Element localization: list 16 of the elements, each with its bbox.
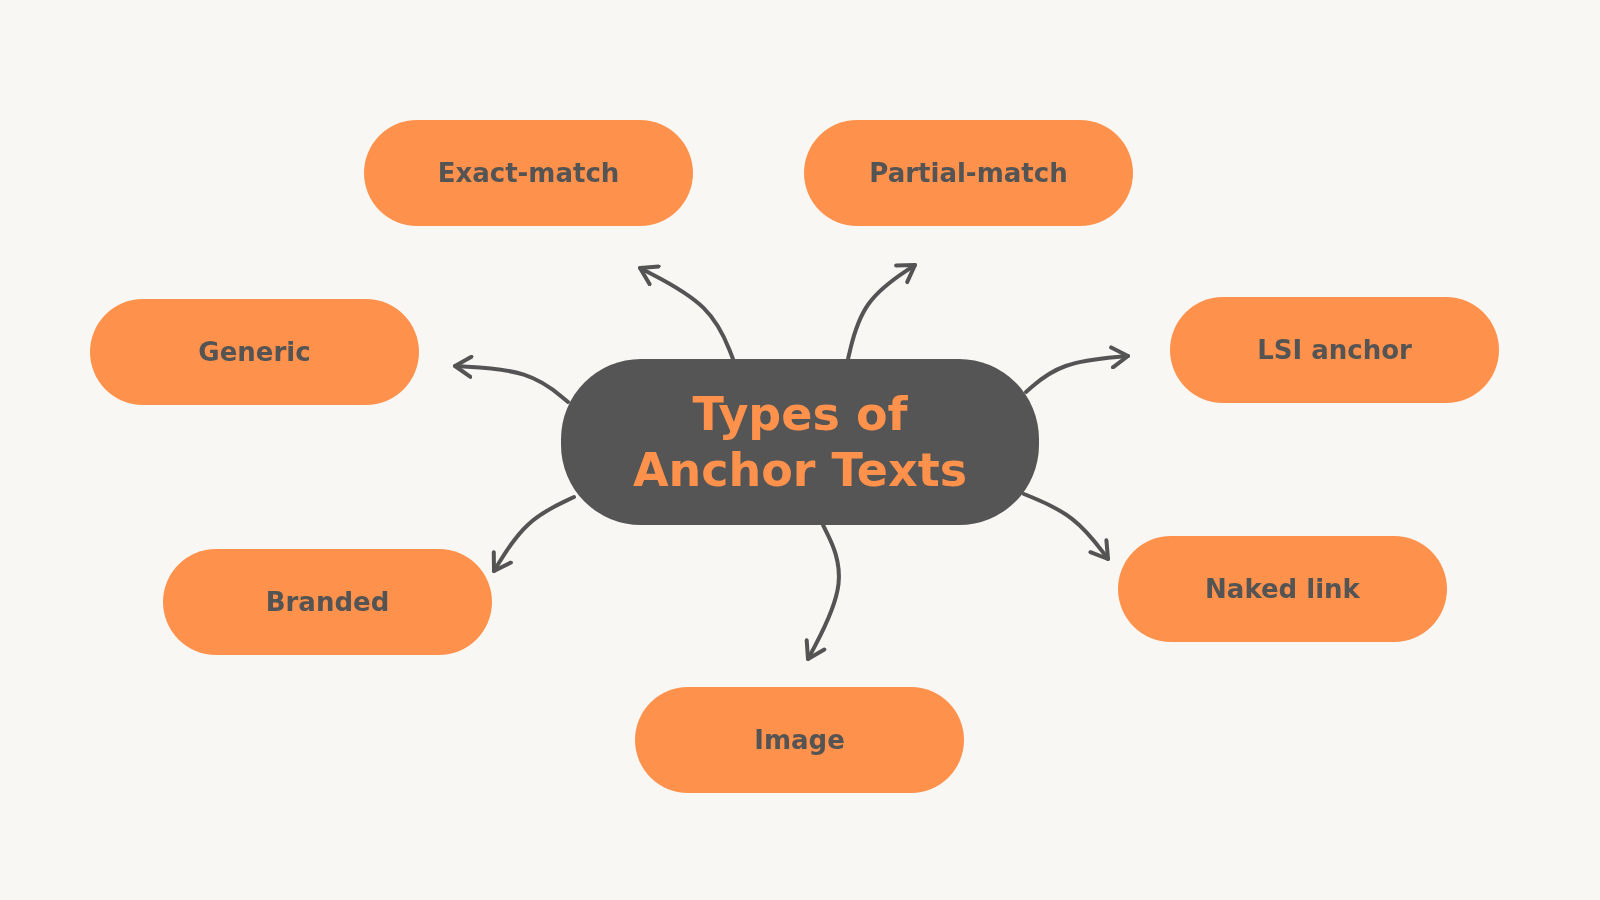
curved-arrow	[1024, 345, 1130, 394]
node-label: Types of Anchor Texts	[631, 385, 969, 499]
curved-arrow	[846, 263, 917, 361]
curved-arrow	[453, 354, 570, 404]
curved-arrow	[804, 523, 841, 661]
curved-arrow	[1022, 492, 1110, 561]
node-label: Partial-match	[869, 158, 1068, 188]
topic-pill	[163, 549, 492, 655]
node-label: Branded	[265, 587, 390, 617]
curved-arrow	[638, 264, 735, 361]
node-label: Exact-match	[437, 158, 620, 188]
node-label: Image	[754, 725, 845, 755]
node-label: Generic	[198, 337, 311, 367]
curved-arrow	[491, 495, 576, 573]
node-label: Naked link	[1205, 574, 1360, 604]
node-label: LSI anchor	[1257, 335, 1412, 365]
